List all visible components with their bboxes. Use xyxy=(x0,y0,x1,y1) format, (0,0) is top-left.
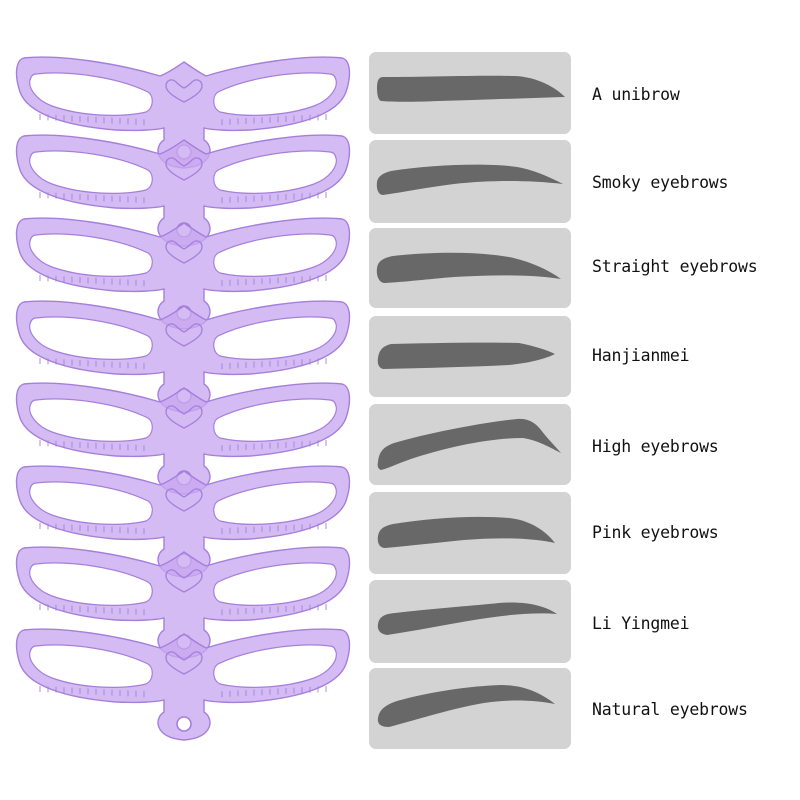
eyebrow-stencil xyxy=(15,56,351,169)
eyebrow-style-row: High eyebrows xyxy=(369,404,789,486)
hanjianmei-brow-shape xyxy=(377,342,555,369)
stencil-left-opening xyxy=(29,398,153,442)
smoky-brow-shape xyxy=(376,164,563,195)
natural-brow-shape xyxy=(377,685,555,727)
stencil-left-opening xyxy=(29,316,153,360)
stencil-left-opening xyxy=(29,481,153,525)
stencil-right-opening xyxy=(213,72,337,116)
eyebrow-stencil xyxy=(15,628,351,741)
style-label: Hanjianmei xyxy=(592,346,690,365)
eyebrow-style-row: Li Yingmei xyxy=(369,580,789,663)
brow-swatch-smoky xyxy=(369,140,571,223)
high-brow-shape xyxy=(377,418,561,470)
stencil-left-opening xyxy=(29,562,153,606)
eyebrow-stencil xyxy=(15,300,351,413)
style-label: Li Yingmei xyxy=(592,614,690,633)
stencil-heart-mark xyxy=(165,323,203,347)
stencil-heart-mark xyxy=(165,79,203,103)
stencil-right-opening xyxy=(213,398,337,442)
eyebrow-stencil xyxy=(15,217,351,330)
stencil-heart-mark xyxy=(165,405,203,429)
style-label: Straight eyebrows xyxy=(592,257,758,276)
stencil-left-opening xyxy=(29,150,153,194)
stencil-heart-mark xyxy=(165,488,203,512)
brow-swatch-li-yingmei xyxy=(369,580,571,663)
style-label: Smoky eyebrows xyxy=(592,173,729,192)
brow-swatch-unibrow xyxy=(369,52,571,134)
style-label: A unibrow xyxy=(592,85,680,104)
eyebrow-style-row: Natural eyebrows xyxy=(369,668,789,750)
eyebrow-style-row: Hanjianmei xyxy=(369,316,789,398)
stencil-heart-mark xyxy=(165,240,203,264)
stencil-heart-mark xyxy=(165,651,203,675)
stencil-heart-mark xyxy=(165,157,203,181)
pink-brow-shape xyxy=(377,516,555,548)
li-yingmei-brow-shape xyxy=(377,602,557,635)
stencil-right-opening xyxy=(213,233,337,277)
stencil-left-opening xyxy=(29,644,153,688)
eyebrow-style-row: Straight eyebrows xyxy=(369,228,789,310)
stencil-heart-mark xyxy=(165,569,203,593)
stencil-left-opening xyxy=(29,233,153,277)
eyebrow-style-row: Smoky eyebrows xyxy=(369,140,789,223)
brow-swatch-hanjianmei xyxy=(369,316,571,397)
style-label: High eyebrows xyxy=(592,437,719,456)
eyebrow-style-row: Pink eyebrows xyxy=(369,492,789,574)
brow-swatch-high xyxy=(369,404,571,485)
style-label: Pink eyebrows xyxy=(592,523,719,542)
brow-swatch-straight xyxy=(369,228,571,308)
brow-swatch-pink xyxy=(369,492,571,574)
stencil-hang-hole xyxy=(176,716,192,732)
straight-brow-shape xyxy=(376,252,561,283)
brow-swatch-natural xyxy=(369,668,571,749)
stencil-right-opening xyxy=(213,316,337,360)
style-label: Natural eyebrows xyxy=(592,700,748,719)
stencil-right-opening xyxy=(213,562,337,606)
stencil-right-opening xyxy=(213,644,337,688)
stencil-right-opening xyxy=(213,150,337,194)
eyebrow-stencil xyxy=(15,382,351,495)
eyebrow-stencil-stack xyxy=(15,56,351,741)
eyebrow-style-row: A unibrow xyxy=(369,52,789,134)
eyebrow-stencil xyxy=(15,134,351,247)
stencil-left-opening xyxy=(29,72,153,116)
unibrow-shape xyxy=(377,75,565,102)
eyebrow-stencil xyxy=(15,465,351,578)
stencil-right-opening xyxy=(213,481,337,525)
